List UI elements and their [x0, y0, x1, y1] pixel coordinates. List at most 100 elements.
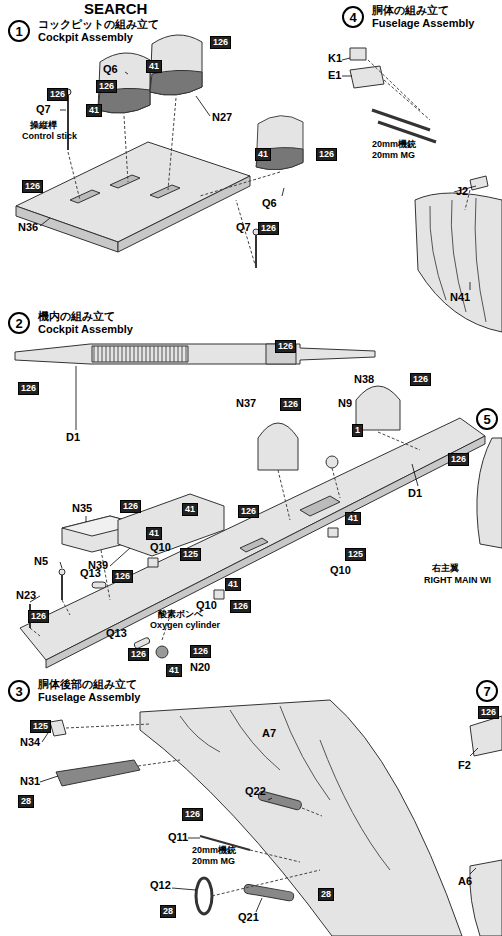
- color-code: 126: [185, 809, 200, 820]
- part-label: Q10: [150, 542, 171, 554]
- part-label: Q21: [238, 912, 259, 924]
- part-label: K1: [328, 53, 342, 65]
- step-number-text: 4: [349, 10, 356, 25]
- color-code: 41: [149, 61, 159, 72]
- step-heading: 胴体の組み立て: [372, 3, 449, 18]
- color-code: 126: [25, 181, 40, 192]
- step-number: 1コックピットの組み立てCockpit Assembly: [8, 20, 30, 42]
- color-code: 126: [413, 374, 428, 385]
- color-code: 126: [99, 81, 114, 92]
- color-code: 126: [21, 383, 36, 394]
- color-code-box: 41: [166, 664, 182, 677]
- color-code: 41: [228, 579, 238, 590]
- color-code-box: 126: [18, 382, 39, 395]
- step-heading: Fuselage Assembly: [372, 17, 474, 29]
- part-label: Q6: [103, 64, 118, 76]
- part-label: 右主翼: [432, 564, 459, 573]
- color-code-box: 28: [160, 905, 176, 918]
- color-code: 41: [348, 513, 358, 524]
- color-code-box: 126: [258, 222, 279, 235]
- color-code-box: 126: [47, 88, 68, 101]
- step-heading: Cockpit Assembly: [38, 31, 133, 43]
- color-code: 41: [89, 105, 99, 116]
- page-header: SEARCH: [84, 1, 147, 17]
- color-code-box: 125: [30, 720, 51, 733]
- step-heading: コックピットの組み立て: [38, 17, 159, 32]
- color-code: 126: [278, 341, 293, 352]
- color-code: 126: [451, 454, 466, 465]
- color-code: 41: [149, 528, 159, 539]
- color-code-box: 126: [478, 706, 499, 719]
- color-code-box: 126: [22, 180, 43, 193]
- step-number: 7: [476, 680, 498, 702]
- color-code-box: 126: [96, 80, 117, 93]
- part-label: N41: [450, 292, 470, 304]
- color-code: 126: [213, 37, 228, 48]
- part-label: A7: [262, 728, 276, 740]
- color-code: 41: [169, 665, 179, 676]
- color-code: 126: [50, 89, 65, 100]
- color-code-box: 126: [128, 648, 149, 661]
- step-number: 2機内の組み立てCockpit Assembly: [8, 312, 30, 334]
- color-code-box: 126: [316, 148, 337, 161]
- part-label: N35: [72, 503, 92, 515]
- step-number-text: 2: [15, 316, 22, 331]
- part-label: D1: [408, 488, 422, 500]
- part-label: D1: [66, 432, 80, 444]
- color-code: 126: [261, 223, 276, 234]
- step-number: 3胴体後部の組み立てFuselage Assembly: [8, 680, 30, 702]
- step-number-text: 7: [483, 684, 490, 699]
- color-code-box: 28: [318, 888, 334, 901]
- color-code: 126: [31, 611, 46, 622]
- color-code-box: 41: [86, 104, 102, 117]
- color-code-box: 126: [120, 500, 141, 513]
- step-number-text: 5: [483, 412, 490, 427]
- color-code-box: 126: [410, 373, 431, 386]
- part-label: Q7: [36, 104, 51, 116]
- part-label: N23: [16, 590, 36, 602]
- part-label: 酸素ボンベ: [158, 610, 203, 619]
- color-code: 1: [355, 425, 360, 436]
- part-label: Q22: [245, 786, 266, 798]
- part-label: N31: [20, 776, 40, 788]
- color-code-box: 126: [275, 340, 296, 353]
- color-code: 28: [321, 889, 331, 900]
- color-code-box: 126: [28, 610, 49, 623]
- part-label: E1: [328, 70, 341, 82]
- part-label: Q10: [330, 565, 351, 577]
- color-code-box: 126: [238, 505, 259, 518]
- part-label: 20mm MG: [372, 151, 415, 160]
- part-label: N27: [212, 112, 232, 124]
- color-code-box: 41: [255, 148, 271, 161]
- color-code: 28: [21, 796, 31, 807]
- color-code: 126: [283, 399, 298, 410]
- color-code-box: 28: [18, 795, 34, 808]
- color-code-box: 126: [230, 600, 251, 613]
- color-code: 126: [131, 649, 146, 660]
- part-label: N38: [354, 374, 374, 386]
- color-code: 125: [348, 549, 363, 560]
- color-code: 126: [123, 501, 138, 512]
- part-label: Control stick: [22, 132, 77, 141]
- step-heading: Fuselage Assembly: [38, 691, 140, 703]
- part-label: RIGHT MAIN WI: [424, 576, 491, 585]
- part-label: N20: [190, 662, 210, 674]
- part-label: 20mm機銃: [372, 140, 416, 149]
- color-code-box: 126: [112, 570, 133, 583]
- color-code-box: 126: [182, 808, 203, 821]
- part-label: Q12: [150, 880, 171, 892]
- part-label: Oxygen cylinder: [150, 621, 220, 630]
- part-label: 20mm機銃: [192, 846, 236, 855]
- color-code: 126: [241, 506, 256, 517]
- step-heading: 胴体後部の組み立て: [38, 677, 137, 692]
- color-code: 126: [233, 601, 248, 612]
- step-number-text: 1: [15, 24, 22, 39]
- step-number: 5: [476, 408, 498, 430]
- part-label: Q11: [168, 832, 188, 844]
- part-label: N34: [20, 737, 40, 749]
- color-code: 126: [481, 707, 496, 718]
- part-label: J2: [456, 186, 468, 198]
- color-code-box: 1: [352, 424, 363, 437]
- part-label: N37: [236, 398, 256, 410]
